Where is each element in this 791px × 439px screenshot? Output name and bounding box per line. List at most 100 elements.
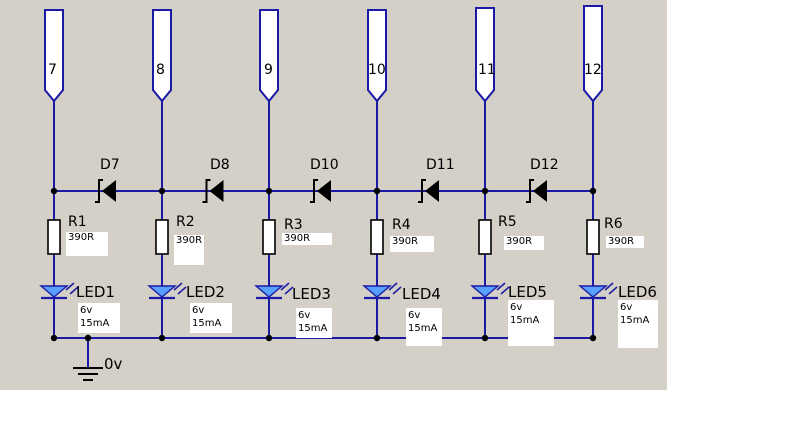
diode-label-d11: D11 bbox=[426, 157, 455, 173]
diode-label-d12: D12 bbox=[530, 157, 559, 173]
led-symbol-1 bbox=[39, 285, 69, 298]
resistor-body-3 bbox=[262, 219, 276, 255]
resistor-label-r3: R3 bbox=[284, 217, 303, 233]
led-voltage-led6: 6v bbox=[620, 302, 633, 313]
components bbox=[39, 5, 618, 381]
led-spec-led4: 6v 15mA bbox=[406, 308, 442, 346]
led-arrow-a-2 bbox=[173, 282, 183, 291]
diode-label-d10: D10 bbox=[310, 157, 339, 173]
led-arrow-a-1 bbox=[65, 282, 75, 291]
led-label-led4: LED4 bbox=[402, 285, 441, 303]
resistor-label-r1: R1 bbox=[68, 214, 87, 230]
diode-cathode-2 bbox=[202, 179, 211, 203]
led-label-led5: LED5 bbox=[508, 283, 547, 301]
pin-label-9: 9 bbox=[264, 62, 273, 78]
ground-junction-3 bbox=[265, 334, 273, 342]
pin-label-8: 8 bbox=[156, 62, 165, 78]
diode-label-d8: D8 bbox=[210, 157, 230, 173]
bus-junction-6 bbox=[589, 187, 597, 195]
led-arrow-b-5 bbox=[500, 286, 510, 295]
resistor-label-r2: R2 bbox=[176, 214, 195, 230]
resistor-value-r6: 390R bbox=[606, 236, 644, 248]
resistor-body-6 bbox=[586, 219, 600, 255]
ground-junction-2 bbox=[158, 334, 166, 342]
ground-junction-1 bbox=[50, 334, 58, 342]
pin-connector-5 bbox=[475, 7, 495, 103]
led-arrow-b-1 bbox=[69, 286, 79, 295]
led-current-led1: 15mA bbox=[80, 318, 110, 329]
resistor-label-r6: R6 bbox=[604, 216, 623, 232]
led-current-led6: 15mA bbox=[620, 315, 650, 326]
resistor-value-r5: 390R bbox=[504, 236, 544, 250]
led-current-led4: 15mA bbox=[408, 323, 438, 334]
pin-connector-6 bbox=[583, 5, 603, 103]
diode-body-4 bbox=[425, 180, 439, 202]
pin-connector-1 bbox=[44, 9, 64, 103]
led-current-led3: 15mA bbox=[298, 323, 328, 334]
led-voltage-led3: 6v bbox=[298, 310, 311, 321]
led-label-led2: LED2 bbox=[186, 283, 225, 301]
diode-cathode-5 bbox=[526, 179, 534, 203]
resistor-label-r4: R4 bbox=[392, 217, 411, 233]
led-arrow-a-6 bbox=[604, 282, 614, 291]
led-symbol-3 bbox=[254, 285, 284, 298]
pin-label-11: 11 bbox=[478, 62, 496, 78]
ground-junction-4 bbox=[373, 334, 381, 342]
ground-label: 0v bbox=[104, 355, 123, 373]
pin-label-10: 10 bbox=[368, 62, 386, 78]
led-current-led5: 15mA bbox=[510, 315, 540, 326]
resistor-value-r4: 390R bbox=[390, 236, 434, 252]
led-spec-led6: 6v 15mA bbox=[618, 300, 658, 348]
ground-junction-5 bbox=[481, 334, 489, 342]
led-spec-led3: 6v 15mA bbox=[296, 308, 332, 338]
led-symbol-2 bbox=[147, 285, 177, 298]
resistor-body-4 bbox=[370, 219, 384, 255]
resistor-value-r3: 390R bbox=[282, 233, 332, 245]
led-label-led3: LED3 bbox=[292, 285, 331, 303]
diode-body-1 bbox=[102, 180, 116, 202]
led-symbol-6 bbox=[578, 285, 608, 298]
led-label-led6: LED6 bbox=[618, 283, 657, 301]
resistor-body-1 bbox=[47, 219, 61, 255]
ground-junction-6 bbox=[589, 334, 597, 342]
led-spec-led2: 6v 15mA bbox=[190, 303, 232, 333]
led-spec-led5: 6v 15mA bbox=[508, 300, 554, 346]
bus-junction-5 bbox=[481, 187, 489, 195]
led-arrow-a-3 bbox=[280, 282, 290, 291]
bus-junction-3 bbox=[265, 187, 273, 195]
diode-body-2 bbox=[209, 180, 224, 202]
led-voltage-led1: 6v bbox=[80, 305, 93, 316]
pin-label-7: 7 bbox=[48, 62, 57, 78]
bus-junction-2 bbox=[158, 187, 166, 195]
diode-body-5 bbox=[533, 180, 547, 202]
led-arrow-b-3 bbox=[284, 286, 294, 295]
resistor-body-5 bbox=[478, 219, 492, 255]
led-arrow-b-6 bbox=[608, 286, 618, 295]
diode-cathode-3 bbox=[310, 179, 318, 203]
led-current-led2: 15mA bbox=[192, 318, 222, 329]
led-symbol-5 bbox=[470, 285, 500, 298]
pin-connector-2 bbox=[152, 9, 172, 103]
diode-cathode-4 bbox=[418, 179, 426, 203]
ground-node-junction bbox=[84, 334, 92, 342]
pin-label-12: 12 bbox=[584, 62, 602, 78]
led-voltage-led2: 6v bbox=[192, 305, 205, 316]
diode-body-3 bbox=[317, 180, 331, 202]
resistor-label-r5: R5 bbox=[498, 214, 517, 230]
led-voltage-led4: 6v bbox=[408, 310, 421, 321]
led-spec-led1: 6v 15mA bbox=[78, 303, 120, 333]
wires bbox=[53, 101, 594, 368]
resistor-value-r1: 390R bbox=[66, 232, 108, 256]
bus-junction-1 bbox=[50, 187, 58, 195]
diode-label-d7: D7 bbox=[100, 157, 120, 173]
led-arrow-a-4 bbox=[388, 282, 398, 291]
led-arrow-b-2 bbox=[177, 286, 187, 295]
led-arrow-a-5 bbox=[496, 282, 506, 291]
pin-connector-4 bbox=[367, 9, 387, 103]
led-voltage-led5: 6v bbox=[510, 302, 523, 313]
pin-connector-3 bbox=[259, 9, 279, 103]
resistor-body-2 bbox=[155, 219, 169, 255]
led-label-led1: LED1 bbox=[76, 283, 115, 301]
bus-junction-4 bbox=[373, 187, 381, 195]
led-symbol-4 bbox=[362, 285, 392, 298]
